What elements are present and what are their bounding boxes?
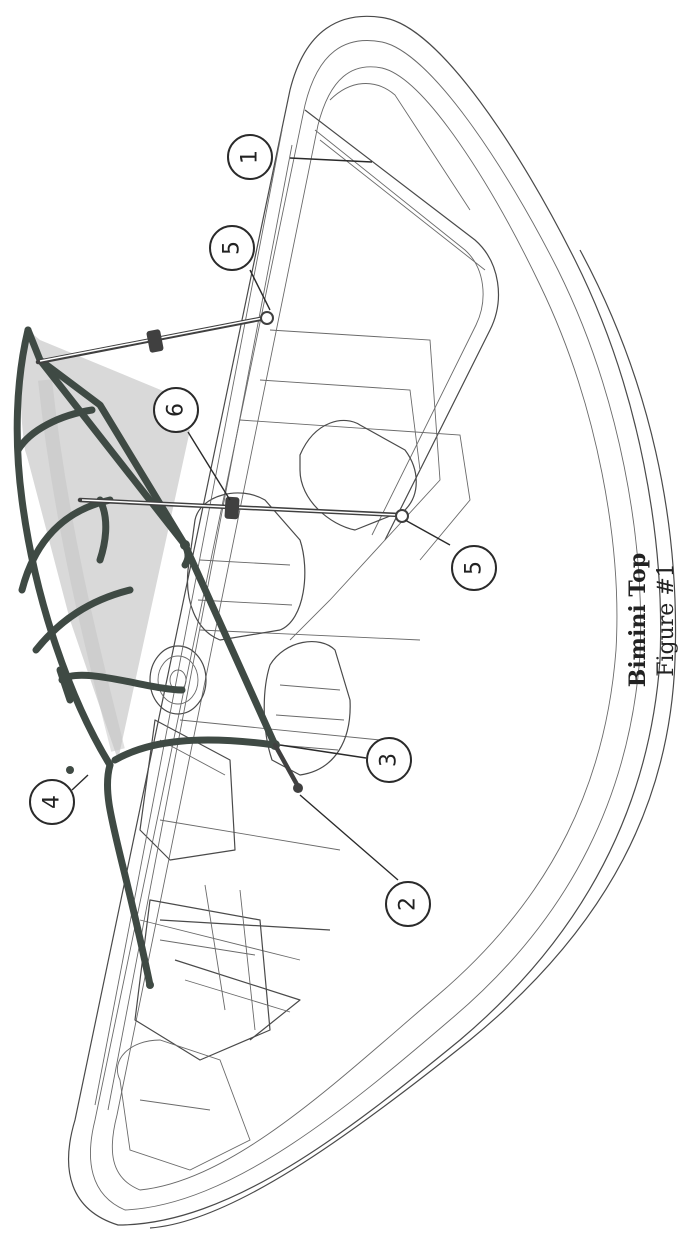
svg-text:6: 6	[164, 403, 189, 417]
svg-text:4: 4	[40, 795, 65, 809]
boat-hull	[68, 15, 677, 1229]
caption-subtitle: Figure #1	[654, 563, 679, 677]
bimini-frame	[13, 326, 280, 989]
callout-1: 1	[227, 134, 273, 180]
svg-text:5: 5	[462, 561, 487, 575]
svg-text:3: 3	[377, 753, 402, 767]
svg-text:5: 5	[220, 241, 245, 255]
svg-text:2: 2	[396, 897, 421, 911]
callout-5-middle: 5	[451, 545, 497, 591]
callout-3: 3	[366, 737, 412, 783]
callout-4: 4	[29, 779, 75, 825]
callout-5-front: 5	[209, 225, 255, 271]
callouts: 1 5 6 5 3 4	[29, 134, 497, 927]
callout-6: 6	[153, 387, 199, 433]
caption-title: Bimini Top	[625, 553, 651, 688]
figure-caption: Bimini Top Figure #1	[625, 553, 679, 688]
callout-2: 2	[385, 881, 431, 927]
svg-text:1: 1	[238, 150, 263, 164]
support-poles	[35, 311, 409, 793]
